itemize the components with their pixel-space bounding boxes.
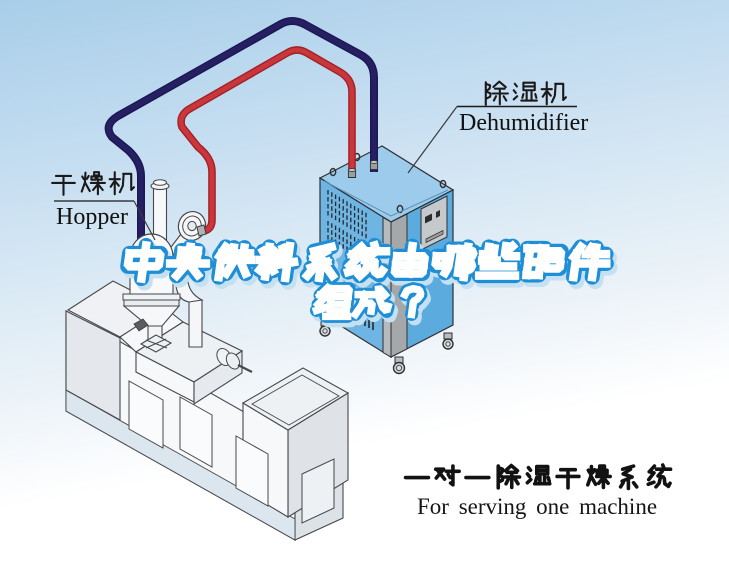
svg-text:Hopper: Hopper <box>56 204 128 230</box>
svg-text:Dehumidifier: Dehumidifier <box>459 110 588 136</box>
svg-text:For serving one machine: For serving one machine <box>417 494 657 519</box>
